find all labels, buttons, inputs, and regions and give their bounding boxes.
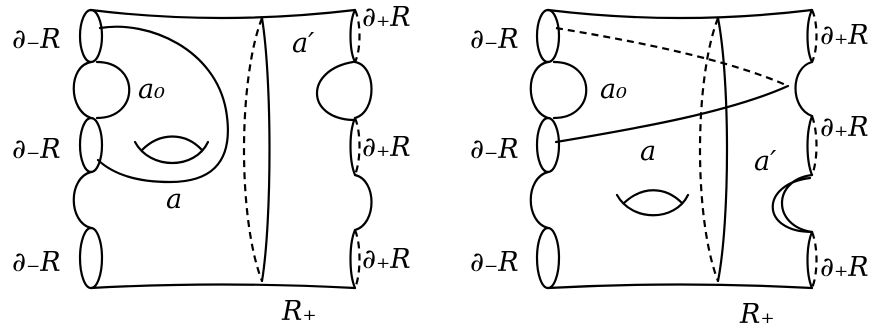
left-right-circle-2-front [349, 116, 357, 177]
left-right-circle-1-back [353, 9, 361, 63]
right-label-rplus: R₊ [739, 299, 775, 329]
right-right-circle-1-front [806, 8, 814, 64]
left-label-dplus-3: ∂₊R [362, 244, 411, 275]
right-arc-a0 [552, 60, 588, 120]
right-label-dminus-1: ∂₋R [470, 24, 519, 55]
left-right-scallops [353, 60, 373, 232]
right-arc-a-front [554, 84, 790, 144]
left-cut-circle-front [260, 16, 271, 283]
left-label-dminus-1: ∂₋R [12, 24, 61, 55]
left-right-circle-3-back [353, 229, 361, 289]
left-arc-a [96, 25, 229, 184]
left-boundary-circle-3 [78, 226, 104, 290]
right-bottom-edge [546, 283, 814, 290]
right-label-dplus-2: ∂₊R [820, 112, 869, 143]
left-left-scallops [72, 60, 93, 230]
left-label-dplus-2: ∂₊R [362, 132, 411, 163]
right-right-circle-3-front [806, 230, 814, 290]
right-boundary-circle-2 [535, 116, 561, 174]
right-label-dplus-1: ∂₊R [820, 20, 869, 51]
right-label-a: a [640, 136, 656, 167]
left-bottom-edge [89, 283, 357, 290]
left-label-dplus-1: ∂₊R [362, 2, 411, 33]
right-top-edge [546, 8, 814, 20]
left-label-dminus-2: ∂₋R [12, 134, 61, 165]
left-figure: ∂₋R ∂₋R ∂₋R ∂₊R ∂₊R ∂₊R a₀ a a′ R₊ [12, 2, 411, 327]
left-boundary-circle-1 [78, 8, 104, 64]
right-arc-aprime [771, 176, 814, 234]
right-right-circle-1-back [810, 9, 818, 63]
right-label-aprime: a′ [754, 146, 776, 177]
left-boundary-circle-2 [78, 116, 104, 174]
left-top-edge [89, 8, 357, 20]
left-label-aprime: a′ [292, 28, 314, 59]
right-left-scallops [529, 60, 550, 230]
right-boundary-circle-3 [535, 226, 561, 290]
left-right-circle-3-front [349, 228, 357, 290]
left-label-dminus-3: ∂₋R [12, 247, 61, 278]
right-label-dplus-3: ∂₊R [820, 252, 869, 283]
right-label-dminus-3: ∂₋R [470, 247, 519, 278]
right-boundary-circle-1 [535, 8, 561, 64]
right-right-circle-3-back [810, 231, 818, 289]
left-arc-a0 [95, 60, 131, 120]
left-right-circle-2-back [353, 117, 361, 176]
left-label-a: a [166, 184, 182, 215]
right-cut-circle-back [698, 17, 720, 282]
right-arc-a-back [555, 26, 789, 88]
left-right-circle-1-front [349, 8, 357, 64]
right-label-a0: a₀ [600, 74, 627, 105]
right-figure: ∂₋R ∂₋R ∂₋R ∂₊R ∂₊R ∂₊R a₀ a a′ R₊ [470, 8, 869, 329]
right-label-dminus-2: ∂₋R [470, 134, 519, 165]
right-cut-circle-front [716, 16, 729, 283]
left-label-a0: a₀ [138, 74, 165, 105]
left-handle-icon [133, 135, 210, 164]
right-right-circle-2-front [806, 114, 814, 177]
left-cut-circle-back [242, 17, 264, 282]
left-arc-aprime [316, 60, 355, 122]
right-handle-icon [615, 189, 690, 217]
right-right-scallops [780, 60, 814, 234]
right-right-circle-2-back [810, 115, 818, 176]
left-label-rplus: R₊ [281, 296, 317, 327]
